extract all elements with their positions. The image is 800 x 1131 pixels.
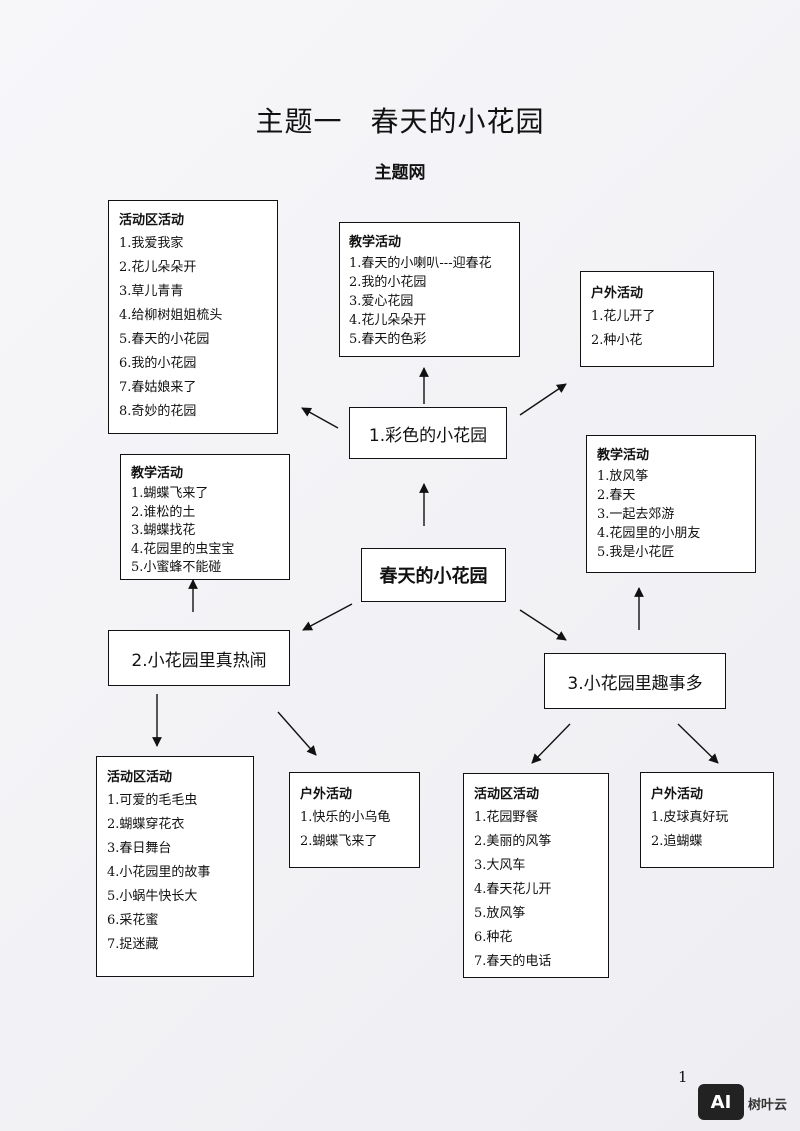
list-item: 2.春天: [597, 488, 636, 503]
watermark-logo-icon: AI: [698, 1084, 744, 1120]
list-item: 6.我的小花园: [119, 356, 197, 371]
list-item: 3.一起去郊游: [597, 507, 675, 522]
list-item: 3.爱心花园: [349, 294, 414, 309]
list-item: 5.小蜜蜂不能碰: [131, 560, 222, 575]
arrow-branch3-to-outdoor: [677, 723, 719, 764]
page-title: 主题一春天的小花园: [0, 100, 800, 140]
node-branch3: 3.小花园里趣事多: [544, 653, 726, 709]
box-heading: 教学活动: [597, 448, 650, 463]
box-heading: 教学活动: [131, 466, 184, 481]
box-heading: 活动区活动: [107, 770, 173, 785]
box-branch1-outdoor-activities: 户外活动 1.花儿开了 2.种小花: [580, 271, 714, 367]
list-item: 5.春天的色彩: [349, 332, 427, 347]
box-branch1-teaching-activities: 教学活动 1.春天的小喇叭---迎春花 2.我的小花园 3.爱心花园 4.花儿朵…: [339, 222, 520, 357]
node-center: 春天的小花园: [361, 548, 506, 602]
list-item: 5.小蜗牛快长大: [107, 889, 198, 904]
list-item: 5.我是小花匠: [597, 545, 675, 560]
box-heading: 户外活动: [591, 286, 644, 301]
list-item: 2.我的小花园: [349, 275, 427, 290]
box-branch3-teaching-activities: 教学活动 1.放风筝 2.春天 3.一起去郊游 4.花园里的小朋友 5.我是小花…: [586, 435, 756, 573]
node-branch1: 1.彩色的小花园: [349, 407, 507, 459]
box-heading: 户外活动: [651, 787, 704, 802]
list-item: 7.春天的电话: [474, 954, 552, 969]
page-subtitle: 主题网: [374, 163, 426, 183]
box-heading: 活动区活动: [474, 787, 540, 802]
list-item: 3.春日舞台: [107, 841, 172, 856]
watermark-logo-text: 树叶云: [748, 1098, 788, 1113]
list-item: 1.春天的小喇叭---迎春花: [349, 256, 492, 271]
list-item: 7.春姑娘来了: [119, 380, 197, 395]
list-item: 1.快乐的小乌龟: [300, 810, 391, 825]
box-heading: 教学活动: [349, 235, 402, 250]
box-branch3-area-activities: 活动区活动 1.花园野餐 2.美丽的风筝 3.大风车 4.春天花儿开 5.放风筝…: [463, 773, 609, 978]
list-item: 6.采花蜜: [107, 913, 159, 928]
list-item: 1.花园野餐: [474, 810, 539, 825]
arrow-branch1-to-area: [301, 407, 339, 429]
list-item: 1.花儿开了: [591, 309, 656, 324]
list-item: 3.蝴蝶找花: [131, 523, 196, 538]
list-item: 1.可爱的毛毛虫: [107, 793, 198, 808]
box-branch2-area-activities: 活动区活动 1.可爱的毛毛虫 2.蝴蝶穿花衣 3.春日舞台 4.小花园里的故事 …: [96, 756, 254, 977]
list-item: 4.小花园里的故事: [107, 865, 211, 880]
arrow-center-to-branch3: [519, 609, 567, 641]
list-item: 2.谁松的土: [131, 504, 196, 520]
node-branch2: 2.小花园里真热闹: [108, 630, 290, 686]
arrow-center-to-branch2: [302, 603, 353, 631]
list-item: 1.我爱我家: [119, 236, 184, 251]
list-item: 4.花园里的虫宝宝: [131, 541, 235, 557]
arrow-branch2-to-outdoor: [277, 711, 317, 756]
arrow-branch1-to-outdoor: [519, 383, 567, 416]
list-item: 4.花儿朵朵开: [349, 313, 427, 328]
box-branch1-area-activities: 活动区活动 1.我爱我家 2.花儿朵朵开 3.草儿青青 4.给柳树姐姐梳头 5.…: [108, 200, 278, 434]
list-item: 4.给柳树姐姐梳头: [119, 308, 223, 323]
list-item: 2.花儿朵朵开: [119, 260, 197, 275]
box-branch3-outdoor-activities: 户外活动 1.皮球真好玩 2.追蝴蝶: [640, 772, 774, 868]
list-item: 1.皮球真好玩: [651, 810, 729, 825]
list-item: 2.蝴蝶飞来了: [300, 834, 378, 849]
list-item: 1.放风筝: [597, 469, 649, 484]
list-item: 5.春天的小花园: [119, 332, 210, 347]
arrow-branch3-to-area: [531, 723, 571, 764]
list-item: 8.奇妙的花园: [119, 404, 197, 419]
list-item: 7.捉迷藏: [107, 937, 159, 952]
box-branch2-teaching-activities: 教学活动 1.蝴蝶飞来了 2.谁松的土 3.蝴蝶找花 4.花园里的虫宝宝 5.小…: [120, 454, 290, 580]
list-item: 2.种小花: [591, 333, 643, 348]
list-item: 2.蝴蝶穿花衣: [107, 817, 185, 832]
list-item: 2.追蝴蝶: [651, 834, 703, 849]
box-heading: 活动区活动: [119, 213, 185, 228]
list-item: 4.花园里的小朋友: [597, 526, 701, 541]
title-theme-name: 春天的小花园: [370, 105, 545, 138]
list-item: 4.春天花儿开: [474, 882, 552, 897]
box-branch2-outdoor-activities: 户外活动 1.快乐的小乌龟 2.蝴蝶飞来了: [289, 772, 420, 868]
page-number: 1: [678, 1068, 688, 1086]
list-item: 2.美丽的风筝: [474, 834, 552, 849]
title-theme-number: 主题一: [255, 105, 343, 138]
list-item: 3.大风车: [474, 858, 526, 873]
list-item: 6.种花: [474, 930, 513, 945]
list-item: 3.草儿青青: [119, 284, 184, 299]
list-item: 1.蝴蝶飞来了: [131, 486, 209, 501]
list-item: 5.放风筝: [474, 906, 526, 921]
box-heading: 户外活动: [300, 787, 353, 802]
